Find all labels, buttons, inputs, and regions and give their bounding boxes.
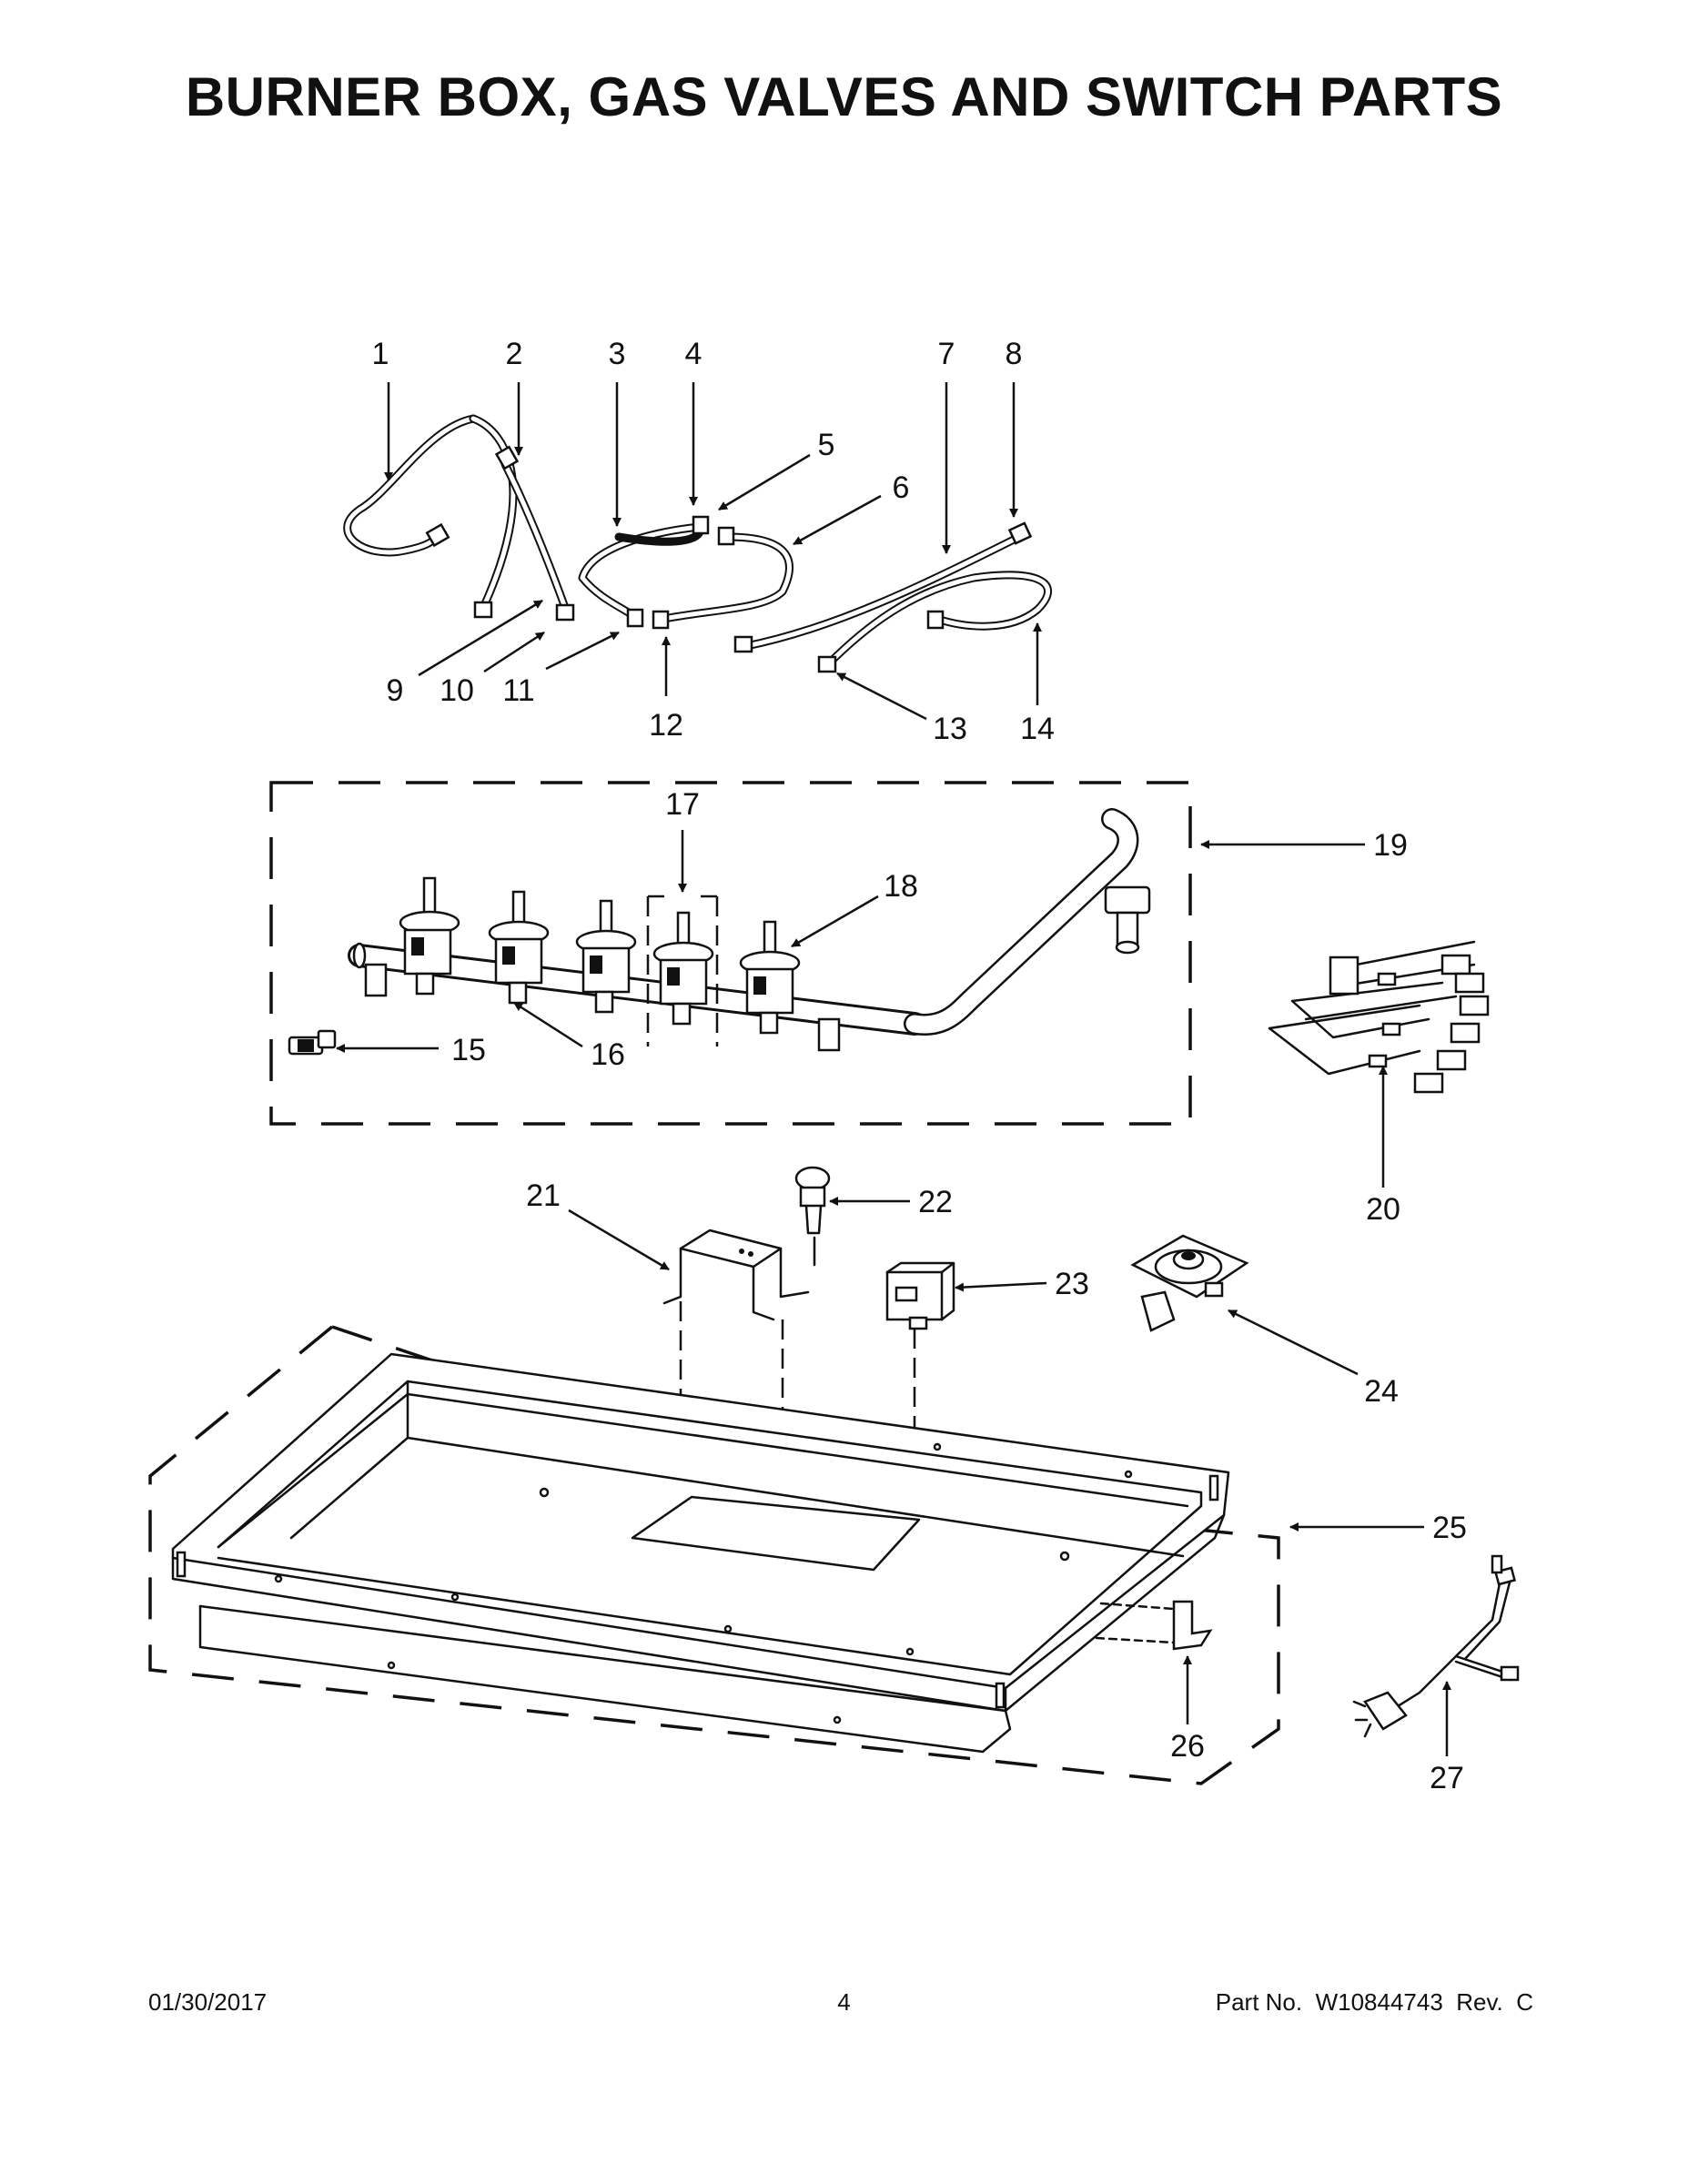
switch-23 xyxy=(885,1261,955,1330)
burner-box xyxy=(148,1325,1280,1785)
power-cord-27 xyxy=(1352,1554,1520,1738)
callout-20: 20 xyxy=(1366,1192,1400,1227)
callout-5: 5 xyxy=(818,428,835,462)
burner-bracket-21 xyxy=(662,1228,816,1321)
bracket-26 xyxy=(1095,1600,1213,1651)
gas-valve-5 xyxy=(739,920,801,1035)
screw-22 xyxy=(794,1166,831,1235)
callout-19: 19 xyxy=(1373,828,1408,863)
callout-10: 10 xyxy=(440,673,474,708)
callout-26: 26 xyxy=(1170,1729,1205,1764)
callout-4: 4 xyxy=(685,337,702,371)
page-title: BURNER BOX, GAS VALVES AND SWITCH PARTS xyxy=(185,66,1503,127)
gas-valve-1 xyxy=(399,876,460,996)
gas-valve-4 xyxy=(652,911,714,1026)
tube-callouts: 1 2 3 4 5 6 7 8 9 10 11 12 13 14 xyxy=(372,337,1055,746)
callout-13: 13 xyxy=(933,712,967,746)
manifold-assembly xyxy=(269,781,1192,1126)
callout-17: 17 xyxy=(665,787,700,822)
callout-22: 22 xyxy=(918,1185,953,1219)
callout-21: 21 xyxy=(526,1178,561,1213)
manifold-callouts: 15 16 17 18 19 xyxy=(336,787,1408,1072)
gas-valve-3 xyxy=(575,899,637,1014)
gas-tubes xyxy=(343,414,1052,673)
callout-8: 8 xyxy=(1006,337,1023,371)
callout-24: 24 xyxy=(1364,1374,1399,1409)
callout-11: 11 xyxy=(502,673,534,708)
callout-3: 3 xyxy=(609,337,626,371)
footer-date: 01/30/2017 xyxy=(148,1988,268,2016)
spark-module-24 xyxy=(1130,1234,1249,1332)
callout-27: 27 xyxy=(1430,1761,1464,1795)
callout-23: 23 xyxy=(1055,1267,1089,1301)
callout-1: 1 xyxy=(372,337,389,371)
callout-14: 14 xyxy=(1020,712,1055,746)
screw-15 xyxy=(288,1029,337,1056)
footer-page-number: 4 xyxy=(837,1988,851,2016)
gas-valve-2 xyxy=(488,890,550,1005)
callout-6: 6 xyxy=(893,470,910,505)
callout-16: 16 xyxy=(591,1037,625,1072)
callout-25: 25 xyxy=(1432,1511,1467,1545)
callout-12: 12 xyxy=(649,708,683,743)
callout-7: 7 xyxy=(938,337,955,371)
wire-harness xyxy=(1268,940,1490,1094)
box-callouts: 25 26 xyxy=(1170,1511,1467,1764)
callout-15: 15 xyxy=(451,1033,486,1067)
mid-callouts: 21 22 23 24 xyxy=(526,1178,1399,1409)
callout-2: 2 xyxy=(506,337,523,371)
callout-18: 18 xyxy=(884,869,918,904)
footer-part-number: Part No. W10844743 Rev. C xyxy=(1215,1988,1533,2016)
callout-9: 9 xyxy=(387,673,404,708)
